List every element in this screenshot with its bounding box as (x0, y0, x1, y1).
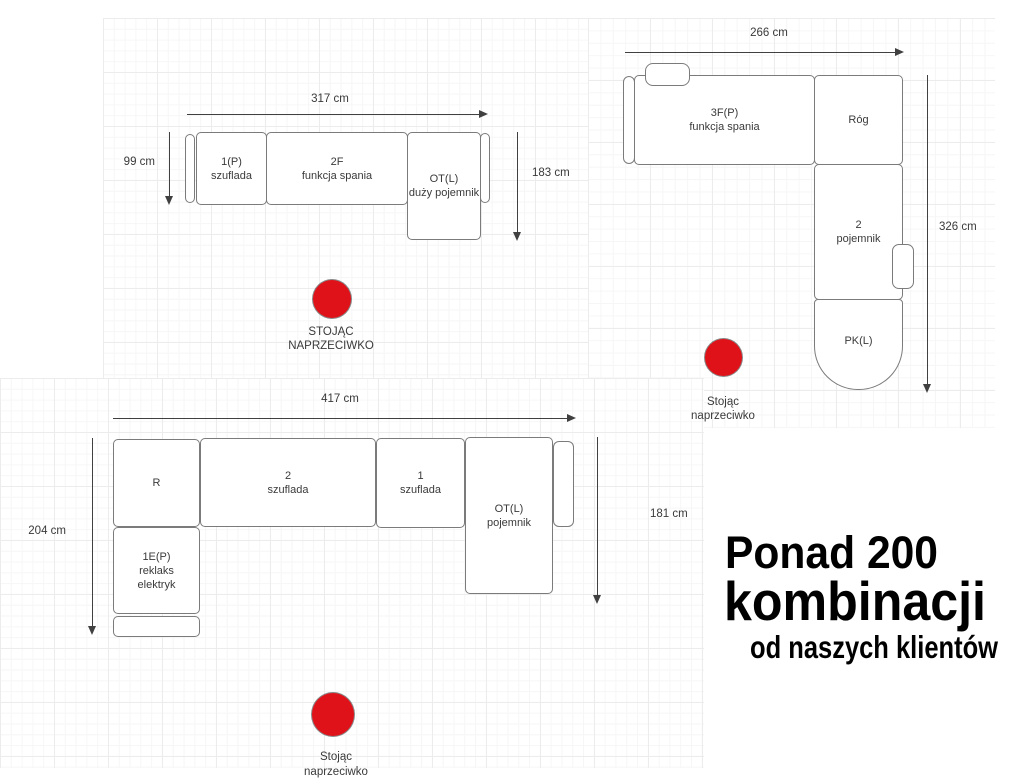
module-box-1p: 1(P) szuflada (196, 132, 267, 205)
dimension-label-height: 183 cm (532, 167, 570, 179)
armrest-left (185, 134, 195, 203)
viewpoint-caption-line1: Stojąc (320, 751, 352, 763)
dimension-label-right: 181 cm (650, 508, 688, 520)
module-box-otl: OT(L) pojemnik (465, 437, 553, 594)
dimension-label-height: 326 cm (939, 221, 977, 233)
module-box-2-pojemnik: 2 pojemnik (814, 164, 903, 300)
dimension-label-width: 266 cm (750, 27, 788, 39)
module-box-2-szuflada: 2 szuflada (200, 438, 376, 527)
dimension-arrow-left (87, 438, 96, 635)
headline: Ponad 200 kombinacji od naszych klientów (724, 527, 998, 665)
module-box-rog: Róg (814, 75, 903, 165)
headline-line1: Ponad 200 (725, 527, 938, 578)
dimension-label-depth: 99 cm (123, 156, 155, 168)
armrest-left (623, 76, 635, 164)
module-box-pkl: PK(L) (814, 299, 903, 390)
armrest-bottom (113, 616, 200, 637)
viewpoint-marker (313, 280, 351, 318)
viewpoint-caption-line2: NAPRZECIWKO (288, 340, 374, 352)
side-rest (892, 244, 914, 289)
viewpoint-marker (312, 693, 354, 736)
headline-line2: kombinacji (724, 570, 986, 632)
headrest (645, 63, 690, 86)
viewpoint-caption-line2: naprzeciwko (691, 410, 755, 422)
dimension-arrow-width (187, 109, 488, 118)
dimension-arrow-width (625, 47, 904, 56)
viewpoint-marker (705, 339, 742, 376)
dimension-arrow-height (512, 132, 521, 241)
dimension-arrow-right (592, 437, 601, 604)
armrest-right (480, 133, 490, 203)
dimension-label-left: 204 cm (28, 525, 66, 537)
dimension-arrow-depth (164, 132, 173, 205)
viewpoint-caption-line1: STOJĄC (308, 326, 354, 338)
armrest-right (553, 441, 574, 527)
module-box-otl: OT(L) duży pojemnik (407, 132, 481, 240)
module-box-2f: 2F funkcja spania (266, 132, 408, 205)
headline-line3: od naszych klientów (750, 629, 998, 665)
dimension-arrow-height (922, 75, 931, 393)
dimension-label-width: 317 cm (311, 93, 349, 105)
module-box-3fp: 3F(P) funkcja spania (634, 75, 815, 165)
module-box-r: R (113, 439, 200, 527)
module-box-1ep: 1E(P) reklaks elektryk (113, 527, 200, 614)
viewpoint-caption-line1: Stojąc (707, 396, 739, 408)
module-box-1-szuflada: 1 szuflada (376, 438, 465, 528)
dimension-arrow-width (113, 413, 576, 422)
dimension-label-width: 417 cm (321, 393, 359, 405)
